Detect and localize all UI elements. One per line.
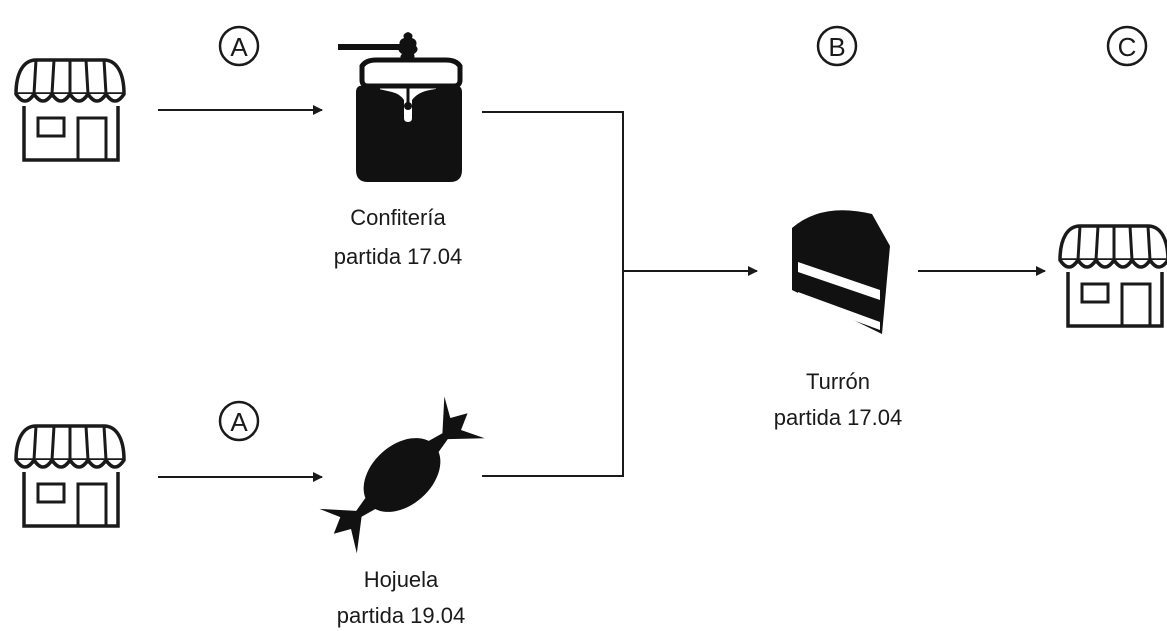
marker-a-top: A xyxy=(218,25,260,67)
turron-name: Turrón xyxy=(806,369,870,394)
connector-confiteria-merge xyxy=(482,111,624,477)
wrapped-candy-icon xyxy=(319,396,485,554)
turron-batch: partida 17.04 xyxy=(774,405,902,430)
svg-text:B: B xyxy=(828,32,845,62)
svg-text:A: A xyxy=(230,407,248,437)
cake-slice-icon xyxy=(792,210,890,334)
svg-text:A: A xyxy=(230,32,248,62)
supplier-top-storefront-icon xyxy=(14,58,126,162)
svg-text:C: C xyxy=(1118,32,1137,62)
hojuela-name: Hojuela xyxy=(364,567,439,592)
supplier-bottom-storefront-icon xyxy=(14,424,126,528)
marker-b: B xyxy=(816,25,858,67)
marker-a-bottom: A xyxy=(218,400,260,442)
customer-storefront-icon xyxy=(1058,224,1167,328)
confiteria-batch: partida 17.04 xyxy=(334,244,462,269)
honey-jar-icon xyxy=(338,32,463,182)
confiteria-name: Confitería xyxy=(350,205,446,230)
marker-c: C xyxy=(1106,25,1148,67)
hojuela-batch: partida 19.04 xyxy=(337,603,465,628)
